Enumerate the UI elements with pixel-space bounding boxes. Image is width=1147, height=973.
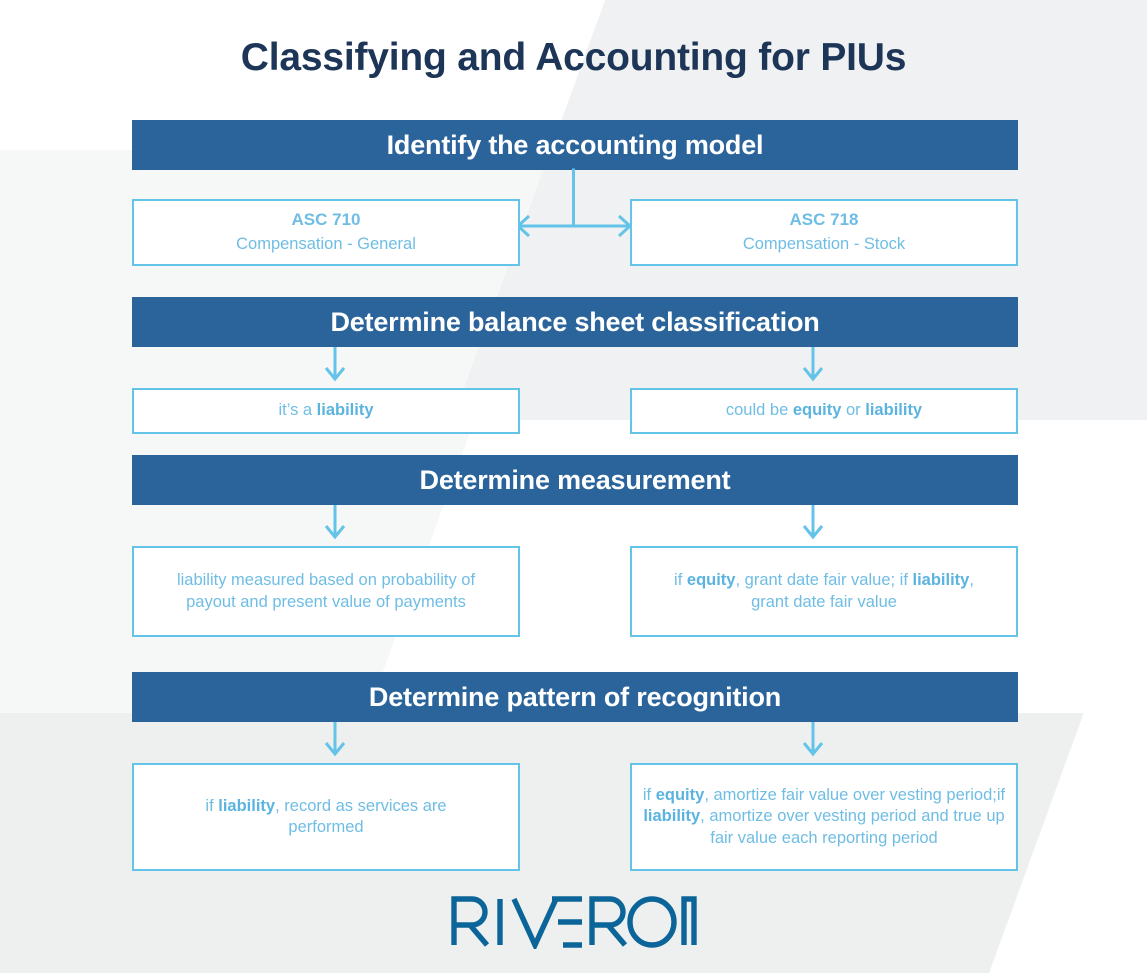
riveron-logo-mark	[450, 896, 697, 949]
option-box-stage2-left-text: it’s a liability	[278, 401, 374, 420]
option-box-stage2-right-text: could be equity or liability	[725, 401, 923, 420]
option-box-asc-710: ASC 710 Compensation - General	[132, 199, 520, 266]
option-box-asc-718-subtitle: Compensation - Stock	[742, 235, 906, 254]
option-box-stage3-left: liability measured based on probability …	[132, 546, 520, 637]
option-box-asc-718-title: ASC 718	[789, 210, 859, 230]
down-arrow-icon-stage4-left	[324, 722, 346, 757]
option-box-stage3-left-text: liability measured based on probability …	[176, 571, 476, 611]
option-box-stage4-right-text: if equity, amortize fair value over vest…	[642, 785, 1006, 847]
page-title: Classifying and Accounting for PIUs	[240, 36, 907, 79]
down-arrow-icon-stage3-right	[802, 505, 824, 540]
stage-header-identify-accounting-model: Identify the accounting model	[132, 120, 1018, 170]
option-box-stage4-left-text: if liability, record as services are per…	[205, 796, 447, 836]
down-arrow-icon-stage2-left	[324, 347, 346, 382]
option-box-stage3-right: if equity, grant date fair value; if lia…	[630, 546, 1018, 637]
down-arrow-icon-stage3-left	[324, 505, 346, 540]
split-double-arrow-connector	[515, 168, 633, 238]
option-box-stage2-left: it’s a liability	[132, 388, 520, 434]
stage-header-determine-balance-sheet-classification: Determine balance sheet classification	[132, 297, 1018, 347]
stage-header-determine-pattern-of-recognition: Determine pattern of recognition	[132, 672, 1018, 722]
option-box-stage2-right: could be equity or liability	[630, 388, 1018, 434]
option-box-asc-710-title: ASC 710	[291, 210, 361, 230]
riveron-logo	[0, 893, 1147, 949]
option-box-asc-718: ASC 718 Compensation - Stock	[630, 199, 1018, 266]
option-box-stage4-left: if liability, record as services are per…	[132, 763, 520, 871]
option-box-stage4-right: if equity, amortize fair value over vest…	[630, 763, 1018, 871]
stage-header-determine-measurement: Determine measurement	[132, 455, 1018, 505]
down-arrow-icon-stage2-right	[802, 347, 824, 382]
option-box-asc-710-subtitle: Compensation - General	[236, 235, 416, 254]
option-box-stage3-right-text: if equity, grant date fair value; if lia…	[674, 571, 974, 611]
down-arrow-icon-stage4-right	[802, 722, 824, 757]
